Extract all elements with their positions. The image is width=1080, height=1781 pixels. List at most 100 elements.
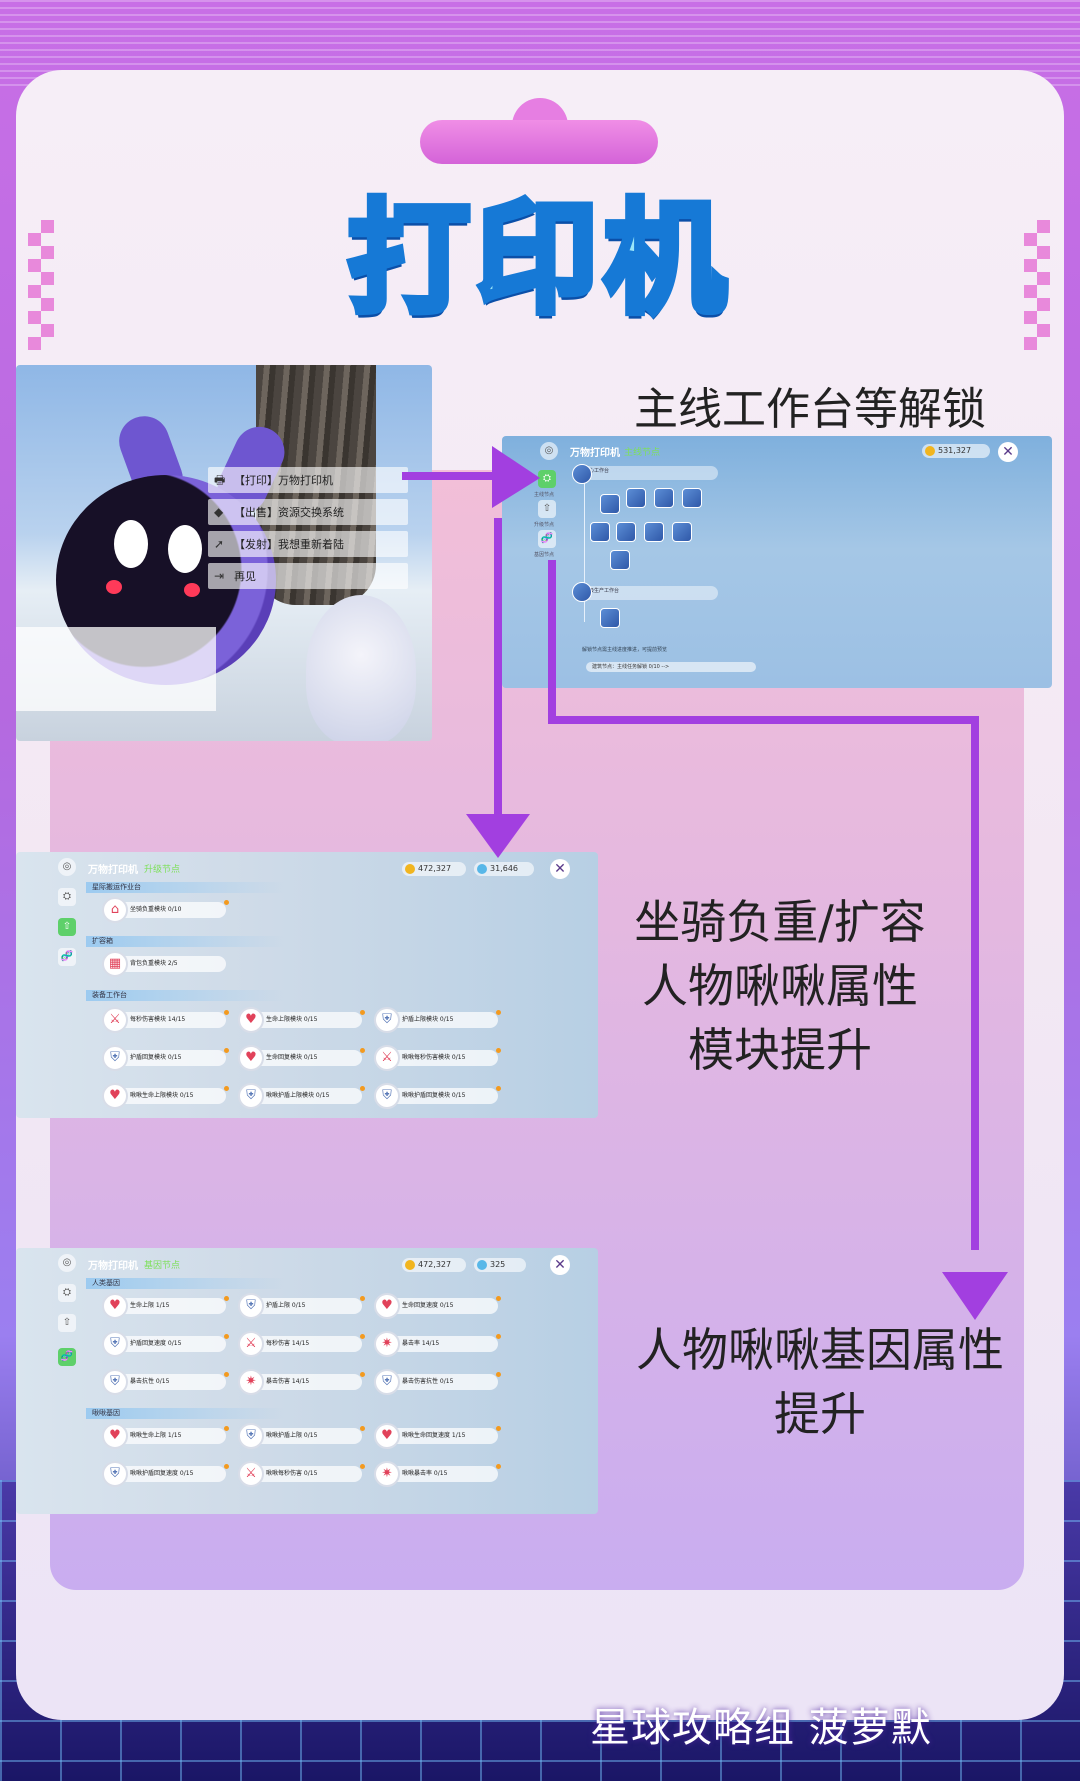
printer-subtitle: 基因节点 bbox=[144, 1261, 181, 1271]
sidebar-label-mainline: 主线节点 bbox=[534, 492, 555, 498]
robot-eye-left bbox=[114, 520, 148, 568]
notify-dot bbox=[496, 1372, 501, 1377]
gene-label: 每秒伤害 14/15 bbox=[266, 1340, 310, 1347]
crit-icon: ✷ bbox=[374, 1331, 400, 1357]
module-item[interactable]: 生命上限模块 0/15 bbox=[252, 1010, 365, 1028]
sidebar-item-mainline[interactable]: ⛭ bbox=[538, 470, 556, 488]
recipe-node[interactable] bbox=[600, 608, 620, 628]
close-button[interactable]: ✕ bbox=[550, 859, 570, 879]
recipe-node[interactable] bbox=[654, 488, 674, 508]
notify-dot bbox=[360, 1464, 365, 1469]
notify-dot bbox=[360, 1426, 365, 1431]
recipe-node[interactable] bbox=[672, 522, 692, 542]
gene-item[interactable]: 暴击伤害 14/15 bbox=[252, 1372, 365, 1390]
recipe-node[interactable] bbox=[682, 488, 702, 508]
gene-label: 啾啾护盾回复速度 0/15 bbox=[130, 1470, 194, 1477]
notify-dot bbox=[224, 1372, 229, 1377]
gene-label: 生命回复速度 0/15 bbox=[402, 1302, 454, 1309]
gene-item[interactable]: 生命回复速度 0/15 bbox=[388, 1296, 501, 1314]
caption-modules-line2: 人物啾啾属性 bbox=[642, 959, 918, 1013]
checker-decoration-right bbox=[1024, 220, 1050, 350]
module-label: 生命回复模块 0/15 bbox=[266, 1054, 318, 1061]
gene-item[interactable]: 啾啾护盾上限 0/15 bbox=[252, 1426, 365, 1444]
sidebar-item-gene[interactable]: 🧬 bbox=[58, 1348, 76, 1366]
crit-icon: ✷ bbox=[238, 1369, 264, 1395]
module-item[interactable]: 每秒伤害模块 14/15 bbox=[116, 1010, 229, 1028]
recipe-node[interactable] bbox=[590, 522, 610, 542]
gene-item[interactable]: 啾啾生命回复速度 1/15 bbox=[388, 1426, 501, 1444]
recipe-node[interactable] bbox=[626, 488, 646, 508]
recipe-node[interactable] bbox=[610, 550, 630, 570]
gene-label: 暴击率 14/15 bbox=[402, 1340, 440, 1347]
coin-balance: 531,327 bbox=[922, 444, 990, 458]
gene-label: 啾啾护盾上限 0/15 bbox=[266, 1432, 318, 1439]
node-icon-core[interactable] bbox=[572, 464, 592, 484]
gene-item[interactable]: 暴击率 14/15 bbox=[388, 1334, 501, 1352]
sidebar-item-upgrade[interactable]: ⇧ bbox=[58, 918, 76, 936]
coin-amount: 531,327 bbox=[938, 446, 972, 455]
coin-icon bbox=[925, 446, 935, 456]
module-label: 护盾回复模块 0/15 bbox=[130, 1054, 182, 1061]
sidebar-item-gene[interactable]: 🧬 bbox=[538, 530, 556, 548]
gene-item[interactable]: 啾啾生命上限 1/15 bbox=[116, 1426, 229, 1444]
gene-label: 啾啾每秒伤害 0/15 bbox=[266, 1470, 318, 1477]
sidebar-item-mainline[interactable]: ⛭ bbox=[58, 1284, 76, 1302]
printer-subtitle: 升级节点 bbox=[144, 865, 181, 875]
module-item[interactable]: 护盾上限模块 0/15 bbox=[388, 1010, 501, 1028]
gene-item[interactable]: 每秒伤害 14/15 bbox=[252, 1334, 365, 1352]
close-button[interactable]: ✕ bbox=[550, 1255, 570, 1275]
notify-dot bbox=[224, 1426, 229, 1431]
module-item[interactable]: 护盾回复模块 0/15 bbox=[116, 1048, 229, 1066]
crit-icon: ✷ bbox=[374, 1461, 400, 1487]
sidebar-label-upgrade: 升级节点 bbox=[534, 522, 555, 528]
gene-item[interactable]: 生命上限 1/15 bbox=[116, 1296, 229, 1314]
printer-logo-icon: ◎ bbox=[540, 442, 558, 460]
gene-item[interactable]: 暴击伤害抗性 0/15 bbox=[388, 1372, 501, 1390]
close-button[interactable]: ✕ bbox=[998, 442, 1018, 462]
gene-label: 生命上限 1/15 bbox=[130, 1302, 170, 1309]
gem-amount: 325 bbox=[490, 1260, 506, 1269]
module-label: 啾啾护盾上限模块 0/15 bbox=[266, 1092, 330, 1099]
module-item[interactable]: 背包负重模块 2/5 bbox=[116, 956, 226, 972]
module-item[interactable]: 生命回复模块 0/15 bbox=[252, 1048, 365, 1066]
caption-genes-line1: 人物啾啾基因属性 bbox=[636, 1323, 1004, 1377]
module-item[interactable]: 啾啾护盾上限模块 0/15 bbox=[252, 1086, 365, 1104]
footer-note: 解锁节点需主线进度推进，可提前预览 bbox=[582, 647, 668, 653]
gene-item[interactable]: 啾啾每秒伤害 0/15 bbox=[252, 1464, 365, 1482]
module-item[interactable]: 啾啾每秒伤害模块 0/15 bbox=[388, 1048, 501, 1066]
rocket-icon: ➚ bbox=[214, 537, 225, 551]
recipe-node[interactable] bbox=[600, 494, 620, 514]
notify-dot bbox=[224, 1296, 229, 1301]
section-equipment: 装备工作台 bbox=[86, 990, 286, 1001]
printer-subtitle: 主线节点 bbox=[624, 448, 661, 458]
notify-dot bbox=[224, 900, 229, 905]
gene-label: 暴击伤害抗性 0/15 bbox=[402, 1378, 454, 1385]
notify-dot bbox=[224, 1010, 229, 1015]
menu-item-print[interactable]: 🖶 【打印】万物打印机 bbox=[208, 467, 408, 493]
companion-creature bbox=[306, 595, 416, 741]
sidebar-item-gene[interactable]: 🧬 bbox=[58, 948, 76, 966]
module-item[interactable]: 坐骑负重模块 0/10 bbox=[116, 900, 229, 918]
heart-icon: ♥ bbox=[102, 1423, 128, 1449]
menu-item-launch[interactable]: ➚ 【发射】我想重新着陆 bbox=[208, 531, 408, 557]
module-item[interactable]: 啾啾护盾回复模块 0/15 bbox=[388, 1086, 501, 1104]
menu-item-goodbye[interactable]: ⇥ 再见 bbox=[208, 563, 408, 589]
sidebar-item-mainline[interactable]: ⛭ bbox=[58, 888, 76, 906]
sidebar-label-gene: 基因节点 bbox=[534, 552, 555, 558]
recipe-node[interactable] bbox=[644, 522, 664, 542]
node-icon-advanced[interactable] bbox=[572, 582, 592, 602]
sidebar-item-upgrade[interactable]: ⇧ bbox=[58, 1314, 76, 1332]
gem-icon bbox=[477, 864, 487, 874]
menu-item-sell[interactable]: ◆ 【出售】资源交换系统 bbox=[208, 499, 408, 525]
module-label: 背包负重模块 2/5 bbox=[130, 960, 178, 967]
gene-item[interactable]: 啾啾暴击率 0/15 bbox=[388, 1464, 501, 1482]
gene-item[interactable]: 护盾回复速度 0/15 bbox=[116, 1334, 229, 1352]
gene-item[interactable]: 啾啾护盾回复速度 0/15 bbox=[116, 1464, 229, 1482]
gene-item[interactable]: 暴击抗性 0/15 bbox=[116, 1372, 229, 1390]
sidebar-item-upgrade[interactable]: ⇧ bbox=[538, 500, 556, 518]
module-item[interactable]: 啾啾生命上限模块 0/15 bbox=[116, 1086, 229, 1104]
gene-item[interactable]: 护盾上限 0/15 bbox=[252, 1296, 365, 1314]
gene-label: 护盾回复速度 0/15 bbox=[130, 1340, 182, 1347]
tree-line bbox=[584, 472, 585, 622]
recipe-node[interactable] bbox=[616, 522, 636, 542]
